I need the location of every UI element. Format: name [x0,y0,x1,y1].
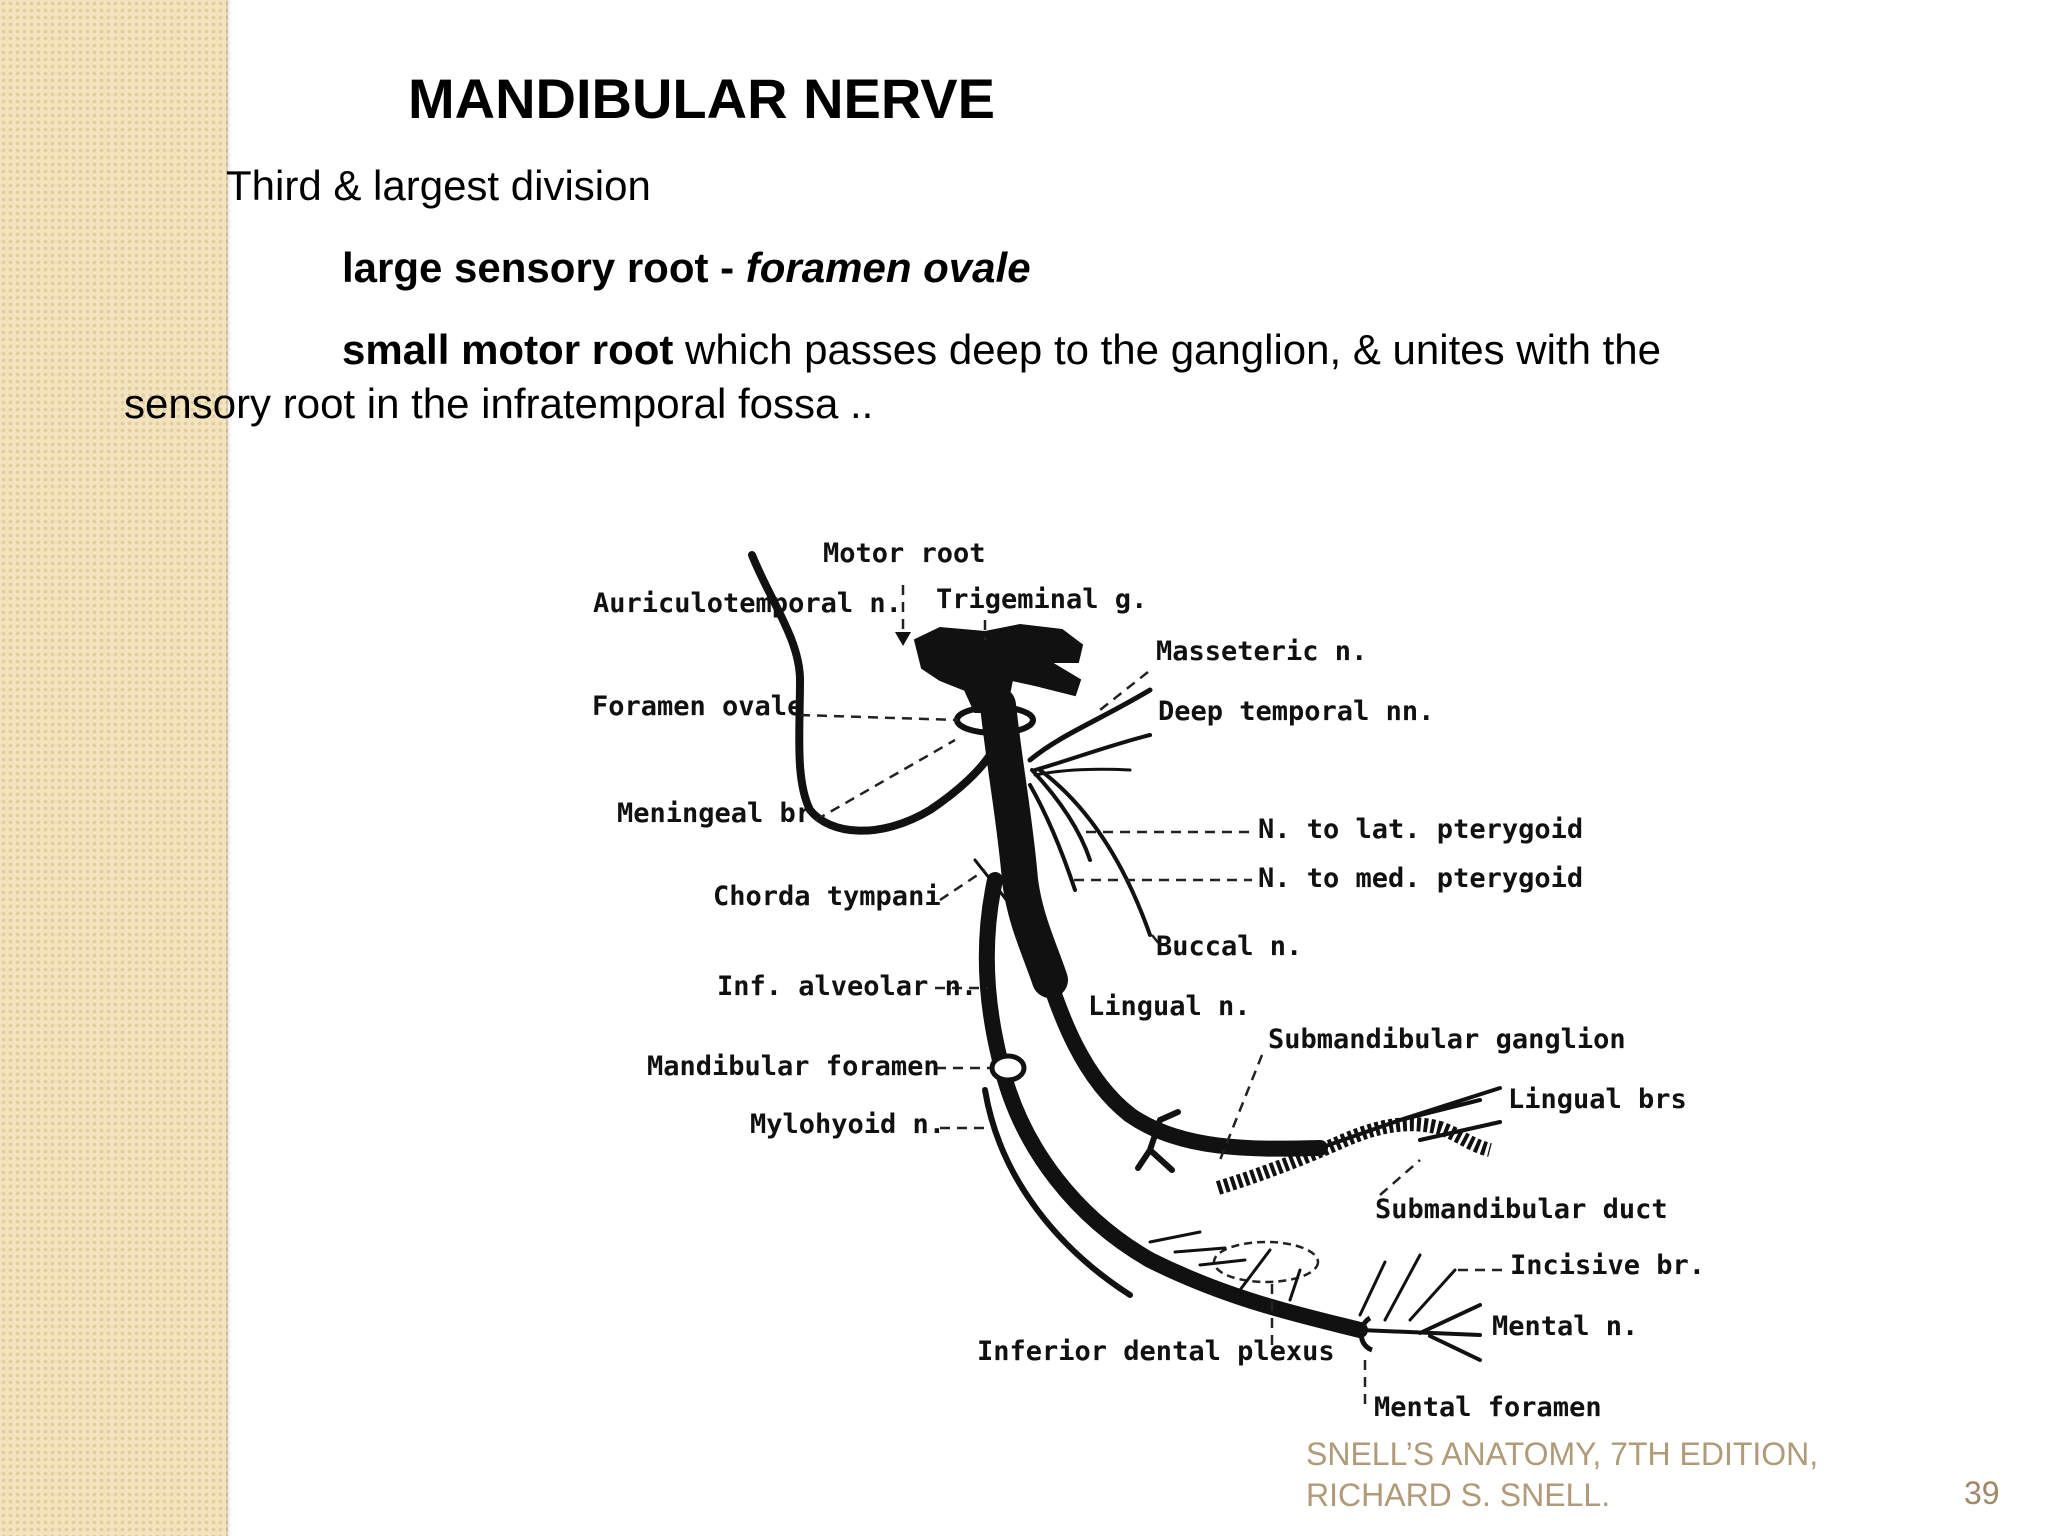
motor-root-arrowhead [895,632,911,646]
decorative-side-strip [0,0,228,1536]
lingual-nerve [1032,942,1328,1157]
mental-nerve-branches [1358,1303,1482,1362]
label-mandibular-foramen: Mandibular foramen [647,1051,940,1082]
foramen-ovale-term: foramen ovale [745,244,1031,291]
label-inf-alveolar: Inf. alveolar n. [717,971,977,1002]
submandibular-ganglion [1135,1109,1181,1173]
trigeminal-ganglion-shape [913,623,1084,713]
buccal-branch [1038,768,1152,937]
citation-line-2: RICHARD S. SNELL. [1306,1477,1611,1513]
label-buccal: Buccal n. [1156,931,1302,962]
mandibular-foramen-ring [989,1053,1027,1083]
label-foramen-ovale: Foramen ovale [592,691,803,722]
body-line-infratemporal: sensory root in the infratemporal fossa … [124,380,874,427]
label-mylohyoid: Mylohyoid n. [750,1109,945,1140]
label-submandibular-ganglion: Submandibular ganglion [1268,1024,1626,1055]
leader-meningeal [815,738,956,822]
label-meningeal: Meningeal br. [617,798,828,829]
mental-foramen [1358,1315,1374,1353]
medial-pterygoid-branch [1028,783,1077,892]
label-motor-root: Motor root [823,538,986,569]
nerve-drawing: Motor root Trigeminal g. Auriculotempora… [592,538,1705,1423]
auriculotemporal-nerve [748,551,994,835]
deep-temporal-branch-2 [1033,767,1132,777]
mandibular-nerve-diagram: Motor root Trigeminal g. Auriculotempora… [592,538,1705,1423]
masseteric-branch [1027,687,1153,763]
leader-masseteric [1099,671,1149,711]
label-mental-foramen: Mental foramen [1374,1392,1602,1423]
deep-temporal-branch-1 [1033,733,1152,772]
lateral-pterygoid-branch [1030,768,1092,862]
side-strip-shadow [226,0,232,1536]
submandibular-duct [1215,1117,1492,1195]
label-inferior-dental-plexus: Inferior dental plexus [977,1336,1335,1367]
mylohyoid-nerve [982,1087,1133,1298]
mandibular-trunk [980,687,1068,998]
label-mental-n: Mental n. [1492,1311,1638,1342]
label-incisive: Incisive br. [1510,1250,1705,1281]
body-line-sensory-root: large sensory root - foramen ovale [342,244,1031,292]
chorda-tympani [973,858,1037,947]
label-med-pterygoid: N. to med. pterygoid [1258,863,1583,894]
leader-chorda-tympani [939,868,986,902]
citation-line-1: SNELL’S ANATOMY, 7TH EDITION, [1306,1436,1819,1472]
sensory-root-term: large sensory root - [342,244,746,291]
label-chorda-tympani: Chorda tympani [713,881,941,912]
body-line-motor-root: small motor root which passes deep to th… [342,326,1661,374]
leader-buccal [1151,934,1161,946]
leader-submandibular-duct [1379,1159,1421,1196]
leader-foramen-ovale [799,713,959,722]
label-deep-temporal: Deep temporal nn. [1158,696,1434,727]
label-trigeminal-g: Trigeminal g. [936,584,1147,615]
label-lingual-brs: Lingual brs [1508,1084,1687,1115]
label-masseteric: Masseteric n. [1156,636,1367,667]
slide-title: MANDIBULAR NERVE [408,67,995,130]
motor-root-description: which passes deep to the ganglion, & uni… [673,326,1662,373]
leader-submandibular-ganglion [1218,1054,1264,1161]
motor-root-term: small motor root [342,326,674,373]
label-lingual: Lingual n. [1088,991,1251,1022]
label-auriculotemporal: Auriculotemporal n. [593,588,902,619]
body-line-division: Third & largest division [226,162,651,209]
inferior-alveolar-nerve [978,872,1368,1338]
dental-plexus-branches [1148,1230,1457,1322]
lingual-branches [1318,1086,1502,1150]
source-citation: SNELL’S ANATOMY, 7TH EDITION, RICHARD S.… [1306,1434,1818,1516]
label-lat-pterygoid: N. to lat. pterygoid [1258,814,1583,845]
slide-number: 39 [1964,1475,2000,1511]
label-submandibular-duct: Submandibular duct [1375,1194,1668,1225]
